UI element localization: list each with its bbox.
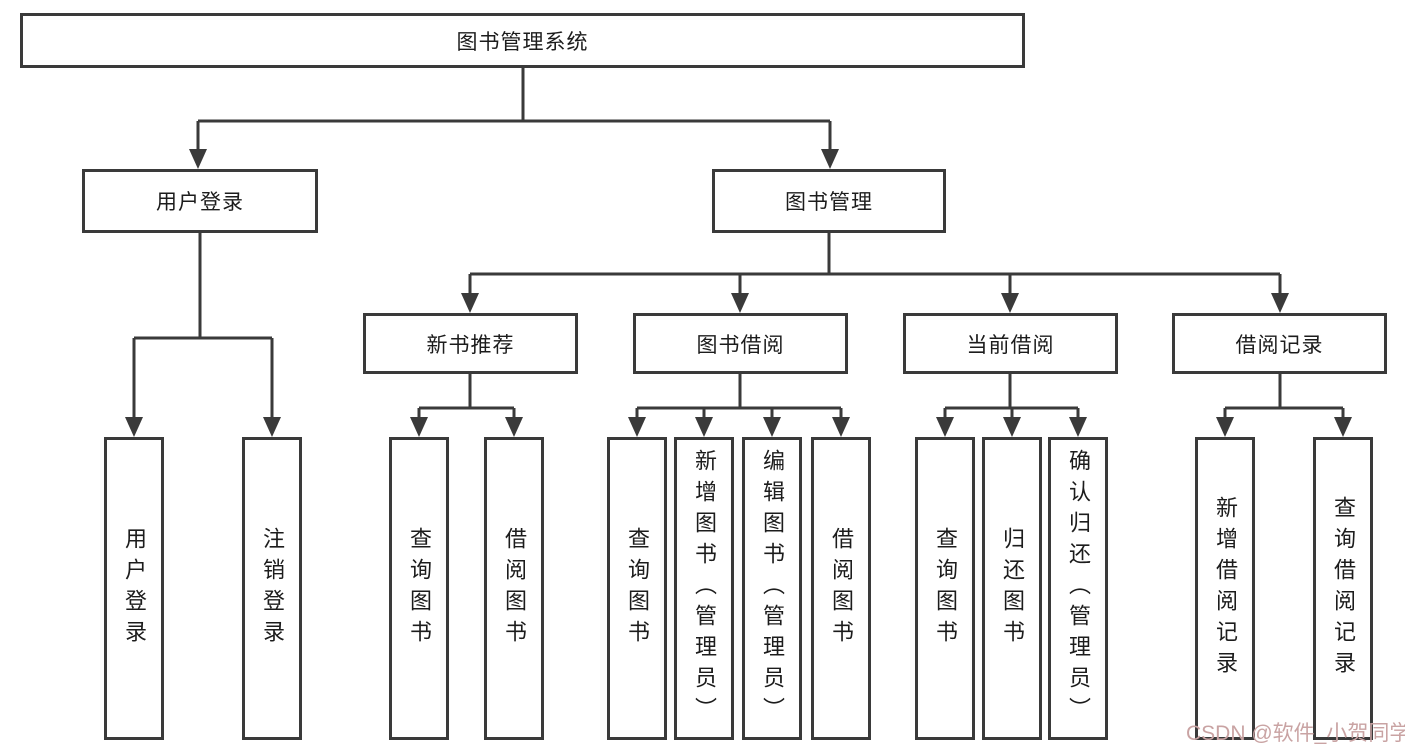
node-current-borrow: 当前借阅	[903, 313, 1118, 374]
node-user-login-label: 用户登录	[156, 191, 244, 214]
connector-user-login-children	[125, 233, 281, 437]
csdn-watermark: CSDN @软件_小贺同学	[1186, 722, 1405, 745]
leaf-newbook-query-label: 查询图书	[407, 526, 432, 651]
node-root: 图书管理系统	[20, 13, 1025, 68]
leaf-logout: 注销登录	[242, 437, 302, 740]
arrow-down-icon	[505, 417, 523, 437]
leaf-newbook-borrow: 借阅图书	[484, 437, 544, 740]
arrow-down-icon	[1271, 293, 1289, 313]
arrow-down-icon	[731, 293, 749, 313]
connector-new-book-children	[410, 374, 523, 437]
leaf-borrow-query-label: 查询图书	[625, 526, 650, 651]
arrow-down-icon	[1334, 417, 1352, 437]
leaf-current-confirm-admin-label: 确认归还（管理员）	[1066, 449, 1091, 728]
connector-root-to-level1	[189, 68, 839, 169]
leaf-records-query: 查询借阅记录	[1313, 437, 1373, 740]
node-book-management: 图书管理	[712, 169, 946, 233]
leaf-borrow-query: 查询图书	[607, 437, 667, 740]
node-new-book-recommend-label: 新书推荐	[426, 333, 515, 357]
leaf-borrow-add-admin-label: 新增图书（管理员）	[692, 449, 717, 728]
connector-book-borrow-children	[628, 374, 850, 437]
leaf-borrow-borrow-label: 借阅图书	[829, 526, 854, 651]
arrow-down-icon	[1001, 293, 1019, 313]
node-new-book-recommend: 新书推荐	[363, 313, 578, 374]
node-book-borrow-label: 图书借阅	[696, 333, 785, 357]
leaf-records-add-label: 新增借阅记录	[1213, 495, 1238, 682]
node-user-login: 用户登录	[82, 169, 318, 233]
arrow-down-icon	[410, 417, 428, 437]
arrow-down-icon	[695, 417, 713, 437]
arrow-down-icon	[763, 417, 781, 437]
arrow-down-icon	[832, 417, 850, 437]
connector-current-borrow-children	[936, 374, 1087, 437]
node-borrow-records: 借阅记录	[1172, 313, 1387, 374]
arrow-down-icon	[125, 417, 143, 437]
arrow-down-icon	[821, 149, 839, 169]
leaf-borrow-edit-admin-label: 编辑图书（管理员）	[760, 449, 785, 728]
leaf-current-return-label: 归还图书	[1000, 526, 1025, 651]
arrow-down-icon	[1069, 417, 1087, 437]
arrow-down-icon	[189, 149, 207, 169]
leaf-records-add: 新增借阅记录	[1195, 437, 1255, 740]
leaf-records-query-label: 查询借阅记录	[1331, 495, 1356, 682]
arrow-down-icon	[1216, 417, 1234, 437]
arrow-down-icon	[263, 417, 281, 437]
arrow-down-icon	[1003, 417, 1021, 437]
leaf-user-login: 用户登录	[104, 437, 164, 740]
leaf-newbook-query: 查询图书	[389, 437, 449, 740]
leaf-user-login-label: 用户登录	[122, 526, 147, 651]
leaf-newbook-borrow-label: 借阅图书	[502, 526, 527, 651]
node-borrow-records-label: 借阅记录	[1235, 333, 1324, 357]
connector-borrow-records-children	[1216, 374, 1352, 437]
leaf-borrow-edit-admin: 编辑图书（管理员）	[742, 437, 802, 740]
leaf-borrow-add-admin: 新增图书（管理员）	[674, 437, 734, 740]
leaf-current-query: 查询图书	[915, 437, 975, 740]
arrow-down-icon	[628, 417, 646, 437]
node-root-label: 图书管理系统	[456, 30, 589, 54]
connector-book-management-children	[461, 233, 1289, 313]
node-current-borrow-label: 当前借阅	[966, 333, 1055, 357]
leaf-current-return: 归还图书	[982, 437, 1042, 740]
arrow-down-icon	[936, 417, 954, 437]
node-book-borrow: 图书借阅	[633, 313, 848, 374]
leaf-logout-label: 注销登录	[260, 526, 285, 651]
leaf-current-confirm-admin: 确认归还（管理员）	[1048, 437, 1108, 740]
node-book-management-label: 图书管理	[785, 191, 873, 214]
leaf-current-query-label: 查询图书	[933, 526, 958, 651]
leaf-borrow-borrow: 借阅图书	[811, 437, 871, 740]
arrow-down-icon	[461, 293, 479, 313]
